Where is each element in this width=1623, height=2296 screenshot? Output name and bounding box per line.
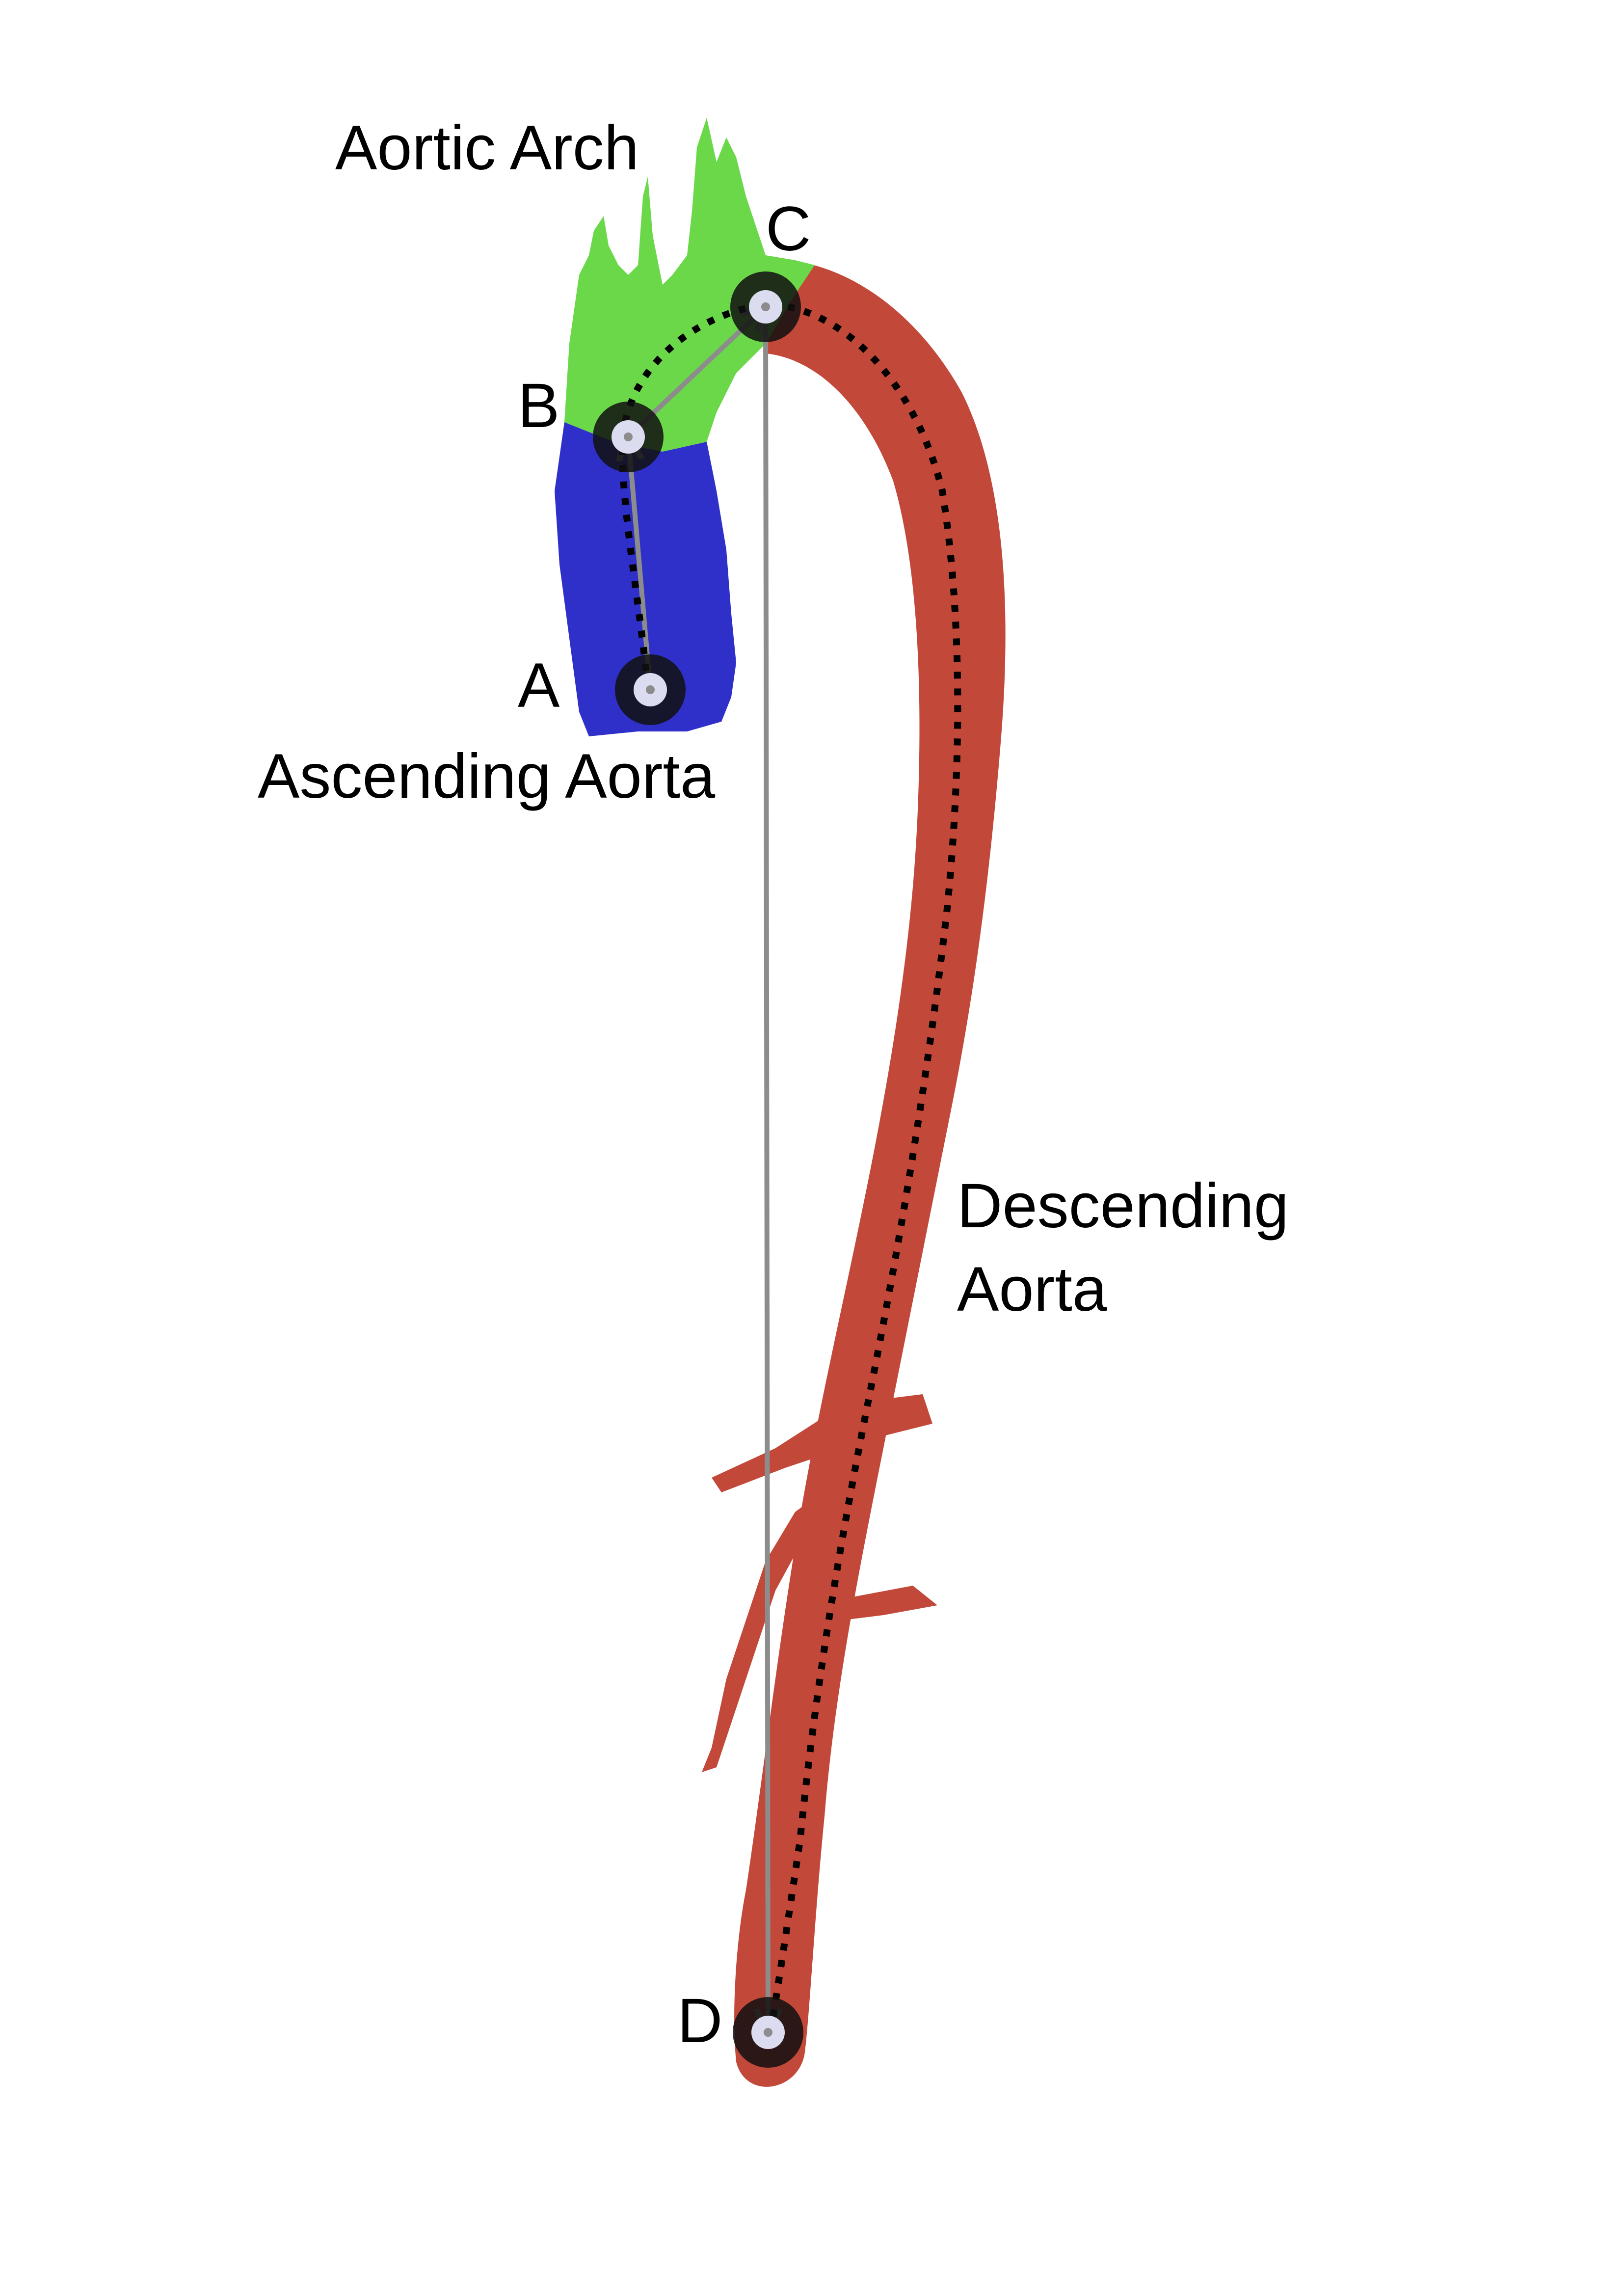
ascending-aorta-segment bbox=[555, 422, 736, 736]
dotted-centerline bbox=[619, 300, 961, 2033]
point-marker-a bbox=[615, 654, 686, 725]
point-markers bbox=[593, 271, 803, 2068]
aortic-arch-segment bbox=[564, 118, 815, 452]
point-label-b: B bbox=[518, 371, 559, 441]
ascending-aorta-label: Ascending Aorta bbox=[258, 741, 716, 811]
point-label-c: C bbox=[766, 194, 811, 264]
straight-line-c-d bbox=[766, 306, 768, 2032]
point-marker-d bbox=[733, 1997, 803, 2068]
point-label-a: A bbox=[518, 650, 560, 721]
aortic-arch-label: Aortic Arch bbox=[335, 113, 639, 183]
point-marker-c bbox=[730, 271, 801, 342]
point-label-d: D bbox=[677, 1986, 722, 2056]
descending-aorta-label-line1: Descending bbox=[957, 1171, 1289, 1241]
point-marker-b bbox=[593, 402, 664, 472]
descending-aorta-label-line2: Aorta bbox=[957, 1254, 1108, 1324]
